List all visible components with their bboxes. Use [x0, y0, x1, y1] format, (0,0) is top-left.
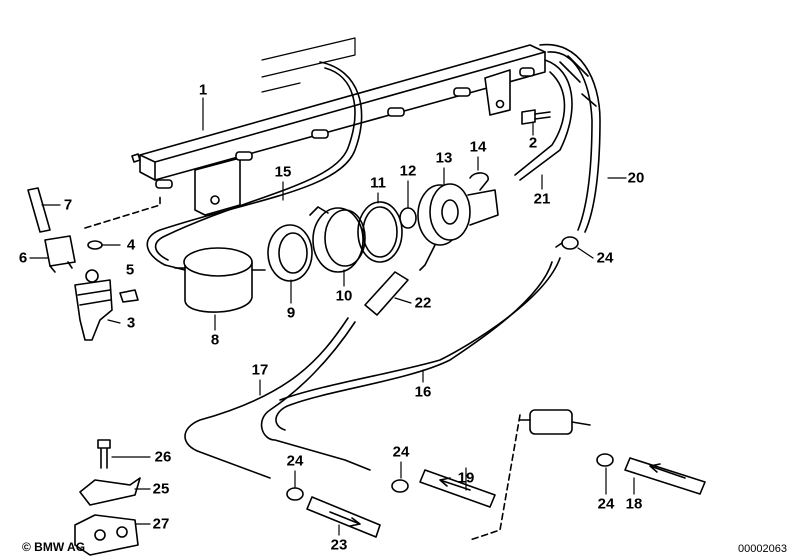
washer-12: [399, 207, 417, 229]
callout-1: 1: [198, 81, 208, 99]
pipe-16: [260, 261, 553, 471]
hose-23: [306, 496, 381, 538]
callout-27: 27: [152, 515, 170, 533]
hose-19: [419, 469, 496, 508]
connector-6: [44, 235, 76, 273]
clamp-24-d: [596, 453, 614, 467]
callout-23: 23: [330, 536, 348, 554]
callout-9: 9: [286, 304, 296, 322]
callout-18: 18: [625, 495, 643, 513]
callout-24: 24: [392, 443, 410, 461]
callout-24: 24: [597, 495, 615, 513]
callout-4: 4: [126, 236, 136, 254]
pressure-regulator: [417, 183, 499, 271]
callout-19: 19: [457, 469, 475, 487]
callout-8: 8: [210, 331, 220, 349]
dash-line-filter: [469, 414, 521, 541]
bolt-2: [521, 109, 551, 125]
clamp-24-c: [391, 479, 409, 493]
callout-24: 24: [286, 452, 304, 470]
damper-10: [309, 206, 366, 273]
pipe-17: [184, 257, 561, 479]
dash-line: [84, 194, 161, 229]
callout-11: 11: [370, 174, 386, 192]
callout-2: 2: [528, 134, 538, 152]
fuel-rail: [131, 44, 546, 216]
ring-9: [267, 224, 313, 282]
bracket-25: [79, 477, 141, 506]
bolt-26: [97, 439, 111, 469]
callout-22: 22: [414, 294, 432, 312]
leader-lines: [29, 97, 635, 536]
callout-10: 10: [335, 287, 353, 305]
copyright: © BMW AG: [22, 540, 86, 554]
callout-17: 17: [251, 361, 269, 379]
cap-7: [27, 187, 51, 233]
callout-15: 15: [274, 163, 292, 181]
callout-14: 14: [469, 138, 487, 156]
clamp-24-a: [555, 236, 579, 250]
callout-16: 16: [414, 383, 432, 401]
drawing-number: 00002063: [738, 543, 787, 555]
hose-20: [514, 43, 601, 233]
o-ring-4: [87, 240, 103, 250]
clip-14: [469, 172, 489, 191]
callout-20: 20: [627, 169, 645, 187]
clamp-24-b: [286, 487, 304, 501]
callout-6: 6: [18, 249, 28, 267]
holder-27: [74, 514, 139, 556]
fuel-filter: [519, 409, 591, 435]
callout-7: 7: [63, 196, 73, 214]
damper-8: [174, 247, 266, 313]
callout-25: 25: [152, 480, 170, 498]
callout-24: 24: [596, 249, 614, 267]
callout-26: 26: [154, 448, 172, 466]
callout-5: 5: [125, 261, 135, 279]
callout-12: 12: [399, 162, 417, 180]
callout-3: 3: [126, 314, 136, 332]
hose-22: [364, 271, 409, 316]
callout-21: 21: [533, 190, 551, 208]
callout-13: 13: [435, 149, 453, 167]
clip-5: [119, 289, 139, 303]
rail-background: [261, 37, 356, 93]
hose-18: [624, 457, 706, 495]
injector: [74, 269, 113, 341]
